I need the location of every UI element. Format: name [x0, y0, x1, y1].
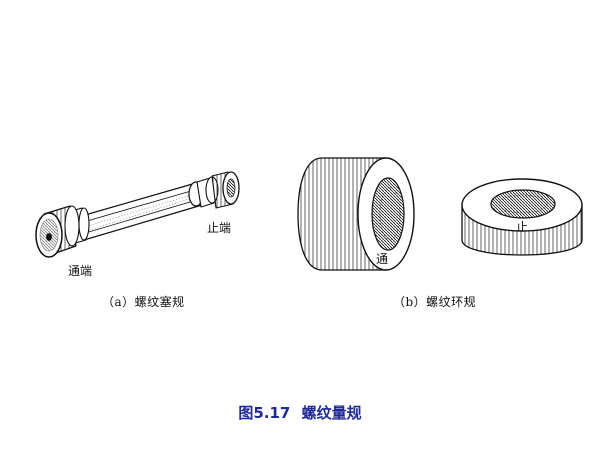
plug-gauge-caption: （a）螺纹塞规 [102, 295, 185, 309]
ring-no-go-label: 止 [516, 220, 529, 234]
plug-gauge [35, 171, 240, 258]
ring-gauge-no-go [461, 178, 583, 256]
figure-number: 图5.17 [238, 404, 291, 422]
ring-gauge-go [297, 157, 415, 271]
plug-handle [77, 182, 203, 241]
go-end-label: 通端 [68, 264, 93, 278]
ring-gauge-caption: （b）螺纹环规 [393, 295, 477, 309]
ring-go-label: 通 [376, 252, 389, 266]
plug-go-end [35, 205, 90, 258]
figure-title: 螺纹量规 [301, 404, 362, 422]
no-go-end-label: 止端 [207, 221, 232, 235]
plug-no-go-end [188, 171, 240, 209]
figure-caption: 图5.17 螺纹量规 [0, 402, 600, 423]
